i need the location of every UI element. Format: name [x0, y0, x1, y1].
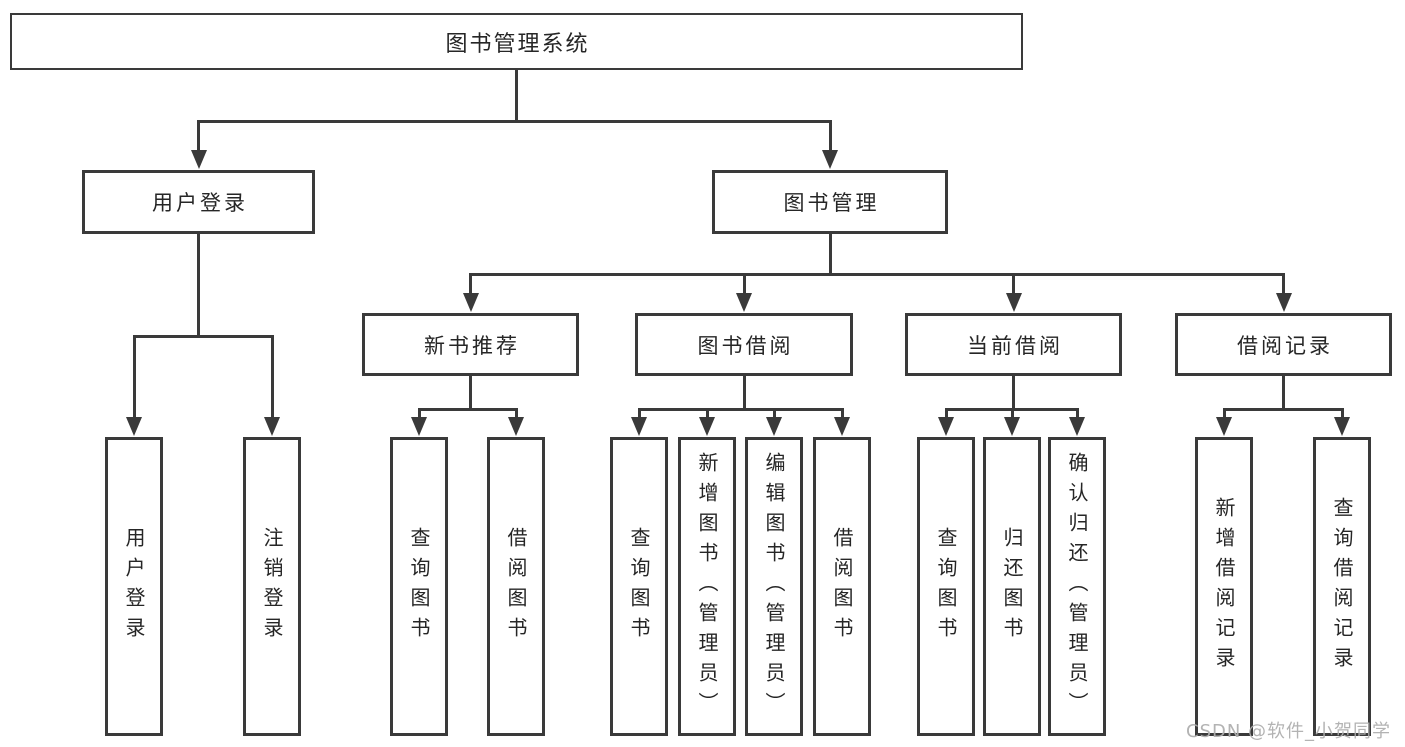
arrow-down-icon	[631, 417, 647, 436]
node-leaf-query-book-3: 查询图书	[917, 437, 975, 736]
arrow-down-icon	[1069, 417, 1085, 436]
arrow-down-icon	[126, 417, 142, 436]
node-label: 图书借阅	[697, 333, 794, 358]
edge-line	[417, 408, 421, 421]
arrow-down-icon	[1005, 293, 1022, 312]
node-leaf-user-login: 用户登录	[105, 437, 163, 736]
arrow-down-icon	[938, 417, 954, 436]
edge-line	[705, 408, 709, 421]
node-label: 借阅图书	[504, 526, 528, 647]
node-borrow-records: 借阅记录	[1175, 313, 1392, 376]
edge-line	[1222, 408, 1226, 421]
node-user-login: 用户登录	[82, 170, 315, 234]
edge-line	[1282, 273, 1285, 297]
arrow-down-icon	[190, 150, 207, 169]
node-label: 当前借阅	[967, 333, 1063, 358]
edge-line	[132, 335, 136, 421]
node-label: 注销登录	[260, 526, 284, 647]
arrow-down-icon	[1216, 417, 1232, 436]
arrow-down-icon	[508, 417, 524, 436]
arrow-down-icon	[411, 417, 427, 436]
edge-line	[469, 273, 1285, 276]
edge-line	[197, 232, 200, 338]
node-root: 图书管理系统	[10, 13, 1023, 70]
arrow-down-icon	[834, 417, 850, 436]
edge-line	[1282, 374, 1285, 411]
node-leaf-logout: 注销登录	[243, 437, 301, 736]
node-new-book-rec: 新书推荐	[362, 313, 579, 376]
edge-line	[637, 408, 844, 411]
arrow-down-icon	[1334, 417, 1350, 436]
edge-line	[742, 374, 746, 411]
arrow-down-icon	[766, 417, 782, 436]
node-label: 借阅记录	[1237, 333, 1333, 358]
edge-line	[1075, 408, 1079, 421]
node-label: 查询借阅记录	[1330, 496, 1354, 677]
node-book-borrow: 图书借阅	[635, 313, 853, 376]
arrow-down-icon	[264, 417, 280, 436]
edge-line	[514, 408, 518, 421]
node-label: 用户登录	[122, 526, 146, 647]
edge-line	[828, 232, 832, 276]
node-label: 归还图书	[1000, 526, 1024, 647]
edge-line	[132, 335, 274, 338]
arrow-down-icon	[736, 293, 752, 312]
node-leaf-add-borrow-rec: 新增借阅记录	[1195, 437, 1253, 736]
node-label: 新书推荐	[424, 333, 520, 358]
node-book-mgmt: 图书管理	[712, 170, 948, 234]
edge-line	[1012, 273, 1015, 297]
node-label: 确认归还（管理员）	[1065, 451, 1089, 722]
node-label: 编辑图书（管理员）	[762, 451, 786, 722]
edge-line	[840, 408, 844, 421]
edge-line	[197, 120, 832, 123]
edge-line	[1010, 408, 1014, 421]
arrow-down-icon	[699, 417, 715, 436]
node-label: 查询图书	[627, 526, 651, 647]
edge-line	[1222, 408, 1344, 411]
node-label: 借阅图书	[830, 526, 854, 647]
edge-line	[944, 408, 948, 421]
edge-line	[197, 120, 200, 154]
node-leaf-borrow-book-2: 借阅图书	[813, 437, 871, 736]
arrow-down-icon	[1004, 417, 1020, 436]
node-label: 图书管理系统	[445, 31, 590, 57]
edge-line	[1012, 374, 1015, 411]
node-leaf-confirm-return: 确认归还（管理员）	[1048, 437, 1106, 736]
node-label: 图书管理	[783, 191, 880, 215]
edge-line	[270, 335, 274, 421]
edge-line	[772, 408, 776, 421]
arrow-down-icon	[462, 293, 479, 312]
node-leaf-borrow-book-1: 借阅图书	[487, 437, 545, 736]
node-leaf-return-book: 归还图书	[983, 437, 1041, 736]
node-label: 查询图书	[934, 526, 958, 647]
edge-line	[417, 408, 518, 411]
node-current-borrow: 当前借阅	[905, 313, 1122, 376]
node-leaf-query-book-1: 查询图书	[390, 437, 448, 736]
node-leaf-edit-book: 编辑图书（管理员）	[745, 437, 803, 736]
node-leaf-query-book-2: 查询图书	[610, 437, 668, 736]
node-label: 查询图书	[407, 526, 431, 647]
arrow-down-icon	[1275, 293, 1292, 312]
edge-line	[469, 273, 472, 297]
arrow-down-icon	[822, 150, 838, 169]
edge-line	[637, 408, 641, 421]
node-leaf-query-borrow-rec: 查询借阅记录	[1313, 437, 1371, 736]
edge-line	[515, 68, 518, 123]
edge-line	[742, 273, 746, 297]
node-label: 用户登录	[152, 191, 248, 215]
edge-line	[828, 120, 832, 154]
node-label: 新增图书（管理员）	[695, 451, 719, 722]
node-label: 新增借阅记录	[1212, 496, 1236, 677]
edge-line	[1340, 408, 1344, 421]
node-leaf-add-book: 新增图书（管理员）	[678, 437, 736, 736]
edge-line	[469, 374, 472, 411]
csdn-watermark: CSDN @软件_小贺同学	[1186, 721, 1392, 742]
